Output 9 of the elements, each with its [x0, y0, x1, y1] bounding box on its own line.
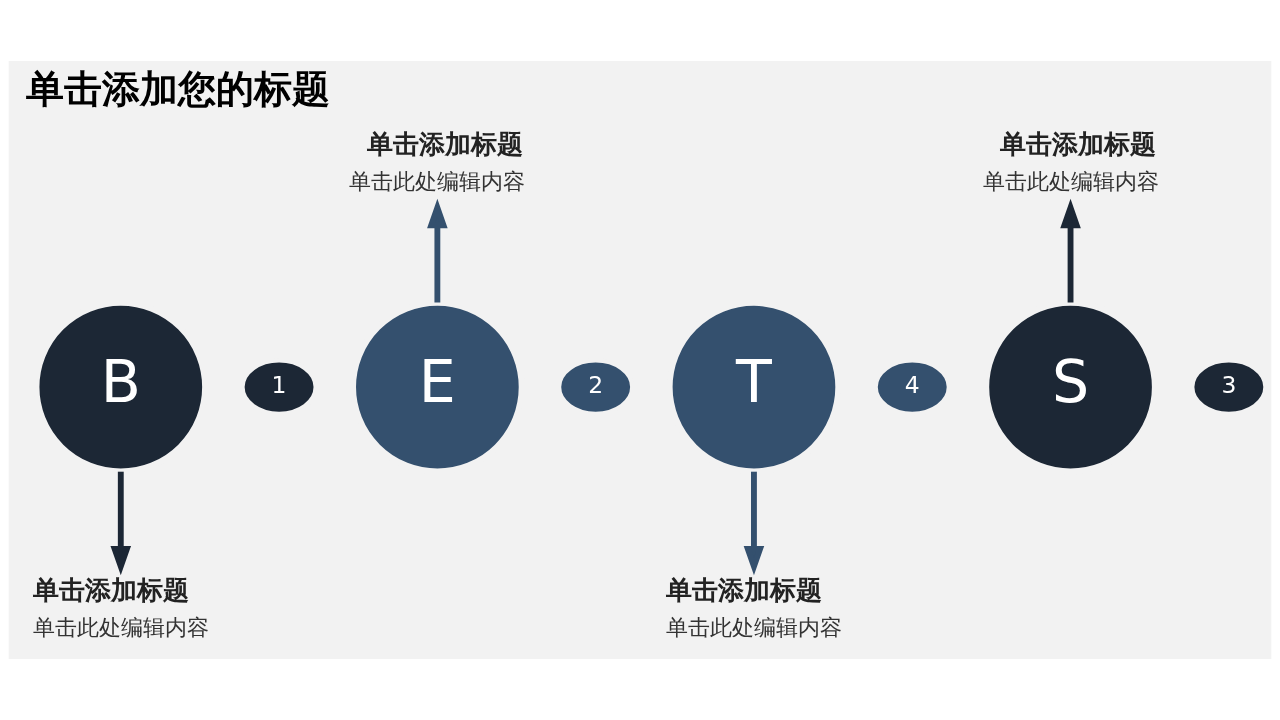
arrow [743, 471, 765, 576]
node-text: 单击添加标题 单击此处编辑内容 [32, 574, 209, 640]
node-text: 单击添加标题 单击此处编辑内容 [982, 129, 1159, 195]
arrow [110, 471, 132, 576]
arrow [427, 198, 448, 303]
node-text: 单击添加标题 单击此处编辑内容 [666, 574, 843, 640]
arrow [1060, 198, 1081, 303]
node-text: 单击添加标题 单击此处编辑内容 [349, 129, 526, 195]
diagram-title: 单击添加您的标题 [26, 66, 331, 111]
